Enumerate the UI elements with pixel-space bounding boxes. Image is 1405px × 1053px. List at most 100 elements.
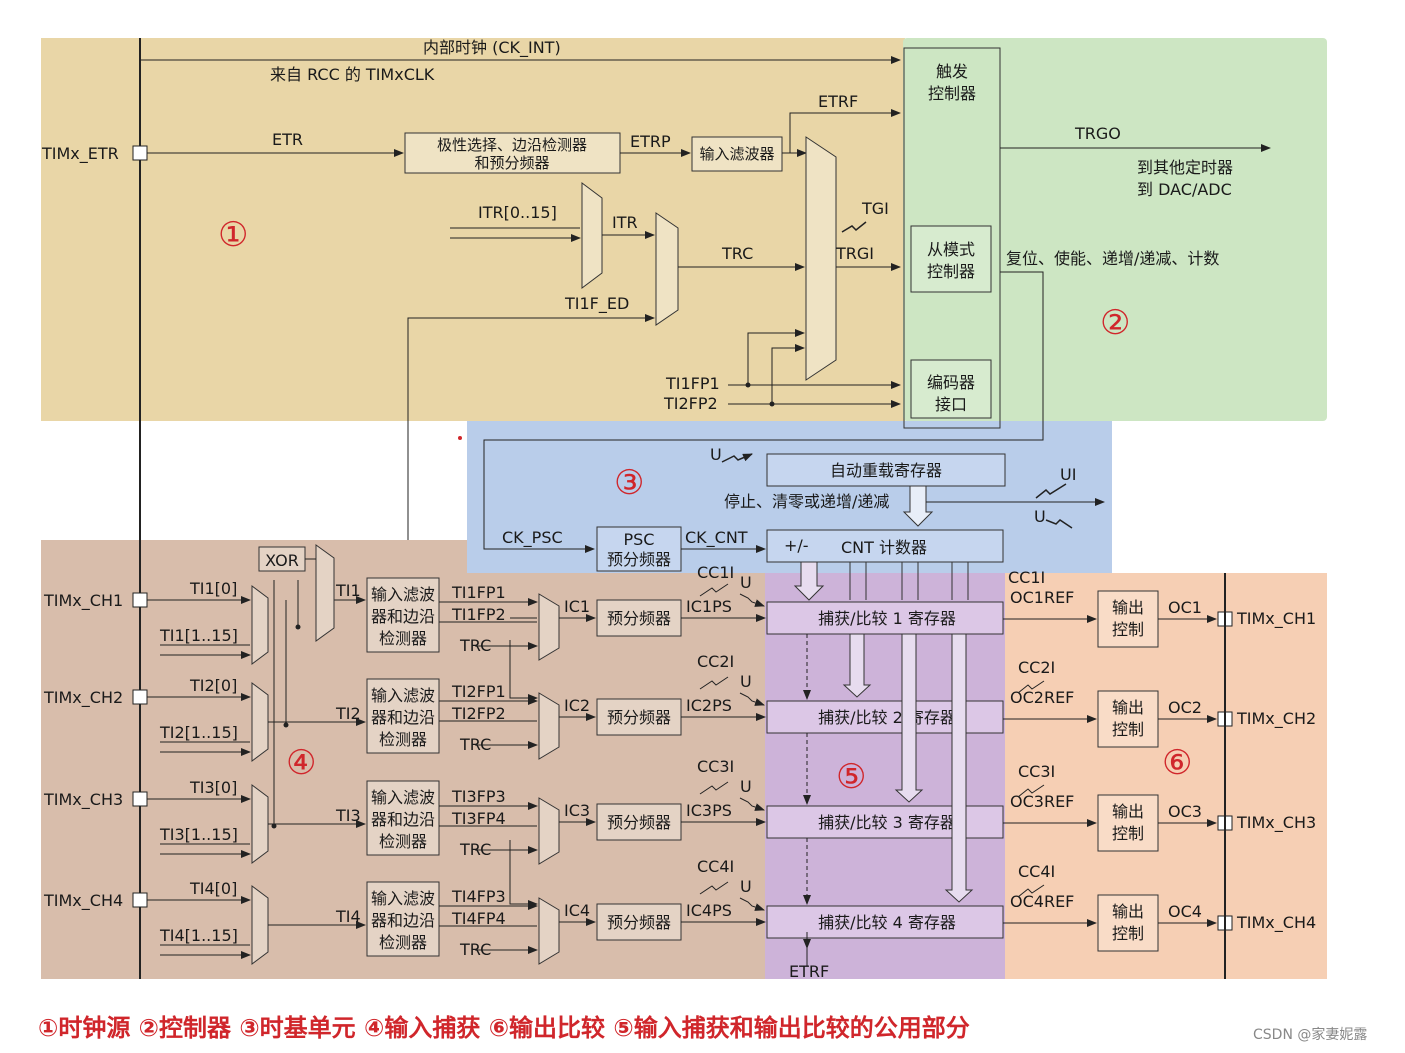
ti2fp2-label: TI2FP2 bbox=[663, 394, 718, 413]
output-control-label-1: 输出 bbox=[1112, 902, 1144, 921]
junction-dot bbox=[295, 624, 301, 630]
output-control-label-1: 输出 bbox=[1112, 598, 1144, 617]
ch1-u-label: U bbox=[740, 573, 752, 592]
marker-3: ③ bbox=[614, 463, 644, 503]
output-control-4 bbox=[1097, 894, 1159, 952]
ch3-u-label: U bbox=[740, 777, 752, 796]
input-filter-block bbox=[691, 136, 783, 172]
data-transfer-arrow bbox=[944, 633, 974, 903]
oc2-label: OC2 bbox=[1168, 698, 1202, 717]
xor-label: XOR bbox=[265, 551, 299, 570]
ch3-prescaler-block bbox=[596, 803, 682, 841]
plus-minus-label: +/- bbox=[784, 536, 809, 555]
wire bbox=[739, 797, 765, 811]
wire bbox=[509, 640, 538, 702]
wire bbox=[509, 840, 538, 908]
ccr1-label: 捕获/比较 1 寄存器 bbox=[818, 609, 956, 628]
ch2-ic-label: IC2 bbox=[564, 696, 590, 715]
wire bbox=[739, 692, 765, 706]
region-controller bbox=[903, 38, 1327, 421]
output-pin-label-2: TIMx_CH2 bbox=[1236, 709, 1316, 729]
prescaler-label: 和预分频器 bbox=[474, 154, 549, 172]
wire bbox=[699, 781, 729, 795]
ch3-capture-mux bbox=[538, 797, 560, 865]
ch1-icps-label: IC1PS bbox=[686, 597, 732, 616]
wire bbox=[1017, 884, 1045, 898]
output-pin-label-4: TIMx_CH4 bbox=[1236, 913, 1316, 933]
data-transfer-arrow bbox=[842, 633, 872, 698]
ccr2-label: 捕获/比较 2 寄存器 bbox=[818, 708, 956, 727]
ch4-tin-label: TI4[1..15] bbox=[159, 926, 238, 945]
ch3-filter-label-3: 检测器 bbox=[379, 832, 427, 851]
dot-marker bbox=[458, 436, 462, 440]
ch4-pin-label: TIMx_CH4 bbox=[43, 891, 123, 911]
trigger-mux bbox=[655, 212, 679, 326]
ch2-capture-mux bbox=[538, 692, 560, 760]
oc4-label: OC4 bbox=[1168, 902, 1202, 921]
ch4-cci-label: CC4I bbox=[697, 857, 734, 876]
polarity-label: 极性选择、边沿检测器 bbox=[437, 136, 587, 154]
etr-pin-label: TIMx_ETR bbox=[41, 144, 119, 164]
ch2-fp-b-label: TI2FP2 bbox=[451, 704, 506, 723]
ch2-prescaler-block bbox=[596, 698, 682, 736]
output-control-2 bbox=[1097, 690, 1159, 748]
ch1-trc-label: TRC bbox=[459, 636, 491, 655]
u-label-top: U bbox=[710, 445, 722, 464]
ch3-prescaler-label: 预分频器 bbox=[607, 813, 671, 832]
ch3-fp-a-label: TI3FP3 bbox=[451, 787, 506, 806]
data-transfer-arrow bbox=[894, 633, 924, 803]
oc4ref-label: OC4REF bbox=[1010, 892, 1074, 911]
ch2-pin-label: TIMx_CH2 bbox=[43, 688, 123, 708]
output-control-label-1: 输出 bbox=[1112, 698, 1144, 717]
ch1-ic-label: IC1 bbox=[564, 597, 590, 616]
itr-label: ITR bbox=[612, 213, 638, 232]
etrp-label: ETRP bbox=[630, 132, 671, 151]
ch4-filter-block bbox=[366, 881, 440, 957]
ccr3-label: 捕获/比较 3 寄存器 bbox=[818, 813, 956, 832]
cnt-label: CNT 计数器 bbox=[841, 538, 927, 557]
to-timers-label: 到其他定时器 bbox=[1137, 158, 1233, 177]
ch1-filter-label-2: 器和边沿 bbox=[371, 607, 435, 626]
ch4-prescaler-label: 预分频器 bbox=[607, 913, 671, 932]
ch1-filter-label-1: 输入滤波 bbox=[371, 585, 435, 604]
ch2-trc-label: TRC bbox=[459, 735, 491, 754]
output-control-label-1: 输出 bbox=[1112, 802, 1144, 821]
junction-dot bbox=[283, 722, 289, 728]
ch3-trc-label: TRC bbox=[459, 840, 491, 859]
ch4-filter-label-1: 输入滤波 bbox=[371, 889, 435, 908]
ch4-input-pin bbox=[132, 892, 148, 908]
ch1-pin-label: TIMx_CH1 bbox=[43, 591, 123, 611]
slave-label-1: 从模式 bbox=[927, 240, 975, 259]
trgi-label: TRGI bbox=[835, 244, 874, 263]
auto-reload-register bbox=[766, 453, 1006, 487]
ch2-prescaler-label: 预分频器 bbox=[607, 708, 671, 727]
ch4-fp-a-label: TI4FP3 bbox=[451, 887, 506, 906]
ck-cnt-label: CK_CNT bbox=[685, 528, 748, 548]
trgi-mux bbox=[805, 136, 837, 381]
ch4-u-label: U bbox=[740, 877, 752, 896]
ck-psc-label: CK_PSC bbox=[502, 528, 563, 548]
output-control-label-2: 控制 bbox=[1112, 924, 1144, 943]
ch1-cci-label: CC1I bbox=[697, 563, 734, 582]
output-pin-label-1: TIMx_CH1 bbox=[1236, 609, 1316, 629]
ch2-input-mux bbox=[251, 682, 269, 762]
ch1-ti-label: TI1 bbox=[335, 581, 361, 600]
ch4-filter-label-3: 检测器 bbox=[379, 933, 427, 952]
output-control-label-2: 控制 bbox=[1112, 620, 1144, 639]
ch4-ti0-label: TI4[0] bbox=[189, 879, 237, 898]
wire bbox=[1017, 784, 1045, 798]
wire bbox=[699, 676, 729, 690]
trigger-label-2: 控制器 bbox=[928, 84, 976, 103]
ch1-filter-label-3: 检测器 bbox=[379, 629, 427, 648]
slave-actions-label: 复位、使能、递增/递减、计数 bbox=[1006, 249, 1219, 268]
arr-label: 自动重载寄存器 bbox=[830, 461, 942, 480]
ti1f-ed-label: TI1F_ED bbox=[564, 294, 629, 314]
ch4-trc-label: TRC bbox=[459, 940, 491, 959]
marker-5: ⑤ bbox=[836, 757, 866, 797]
marker-1: ① bbox=[218, 215, 248, 255]
ch2-cci-label: CC2I bbox=[697, 652, 734, 671]
ch2-filter-label-2: 器和边沿 bbox=[371, 708, 435, 727]
ch1-fp-a-label: TI1FP1 bbox=[451, 583, 506, 602]
